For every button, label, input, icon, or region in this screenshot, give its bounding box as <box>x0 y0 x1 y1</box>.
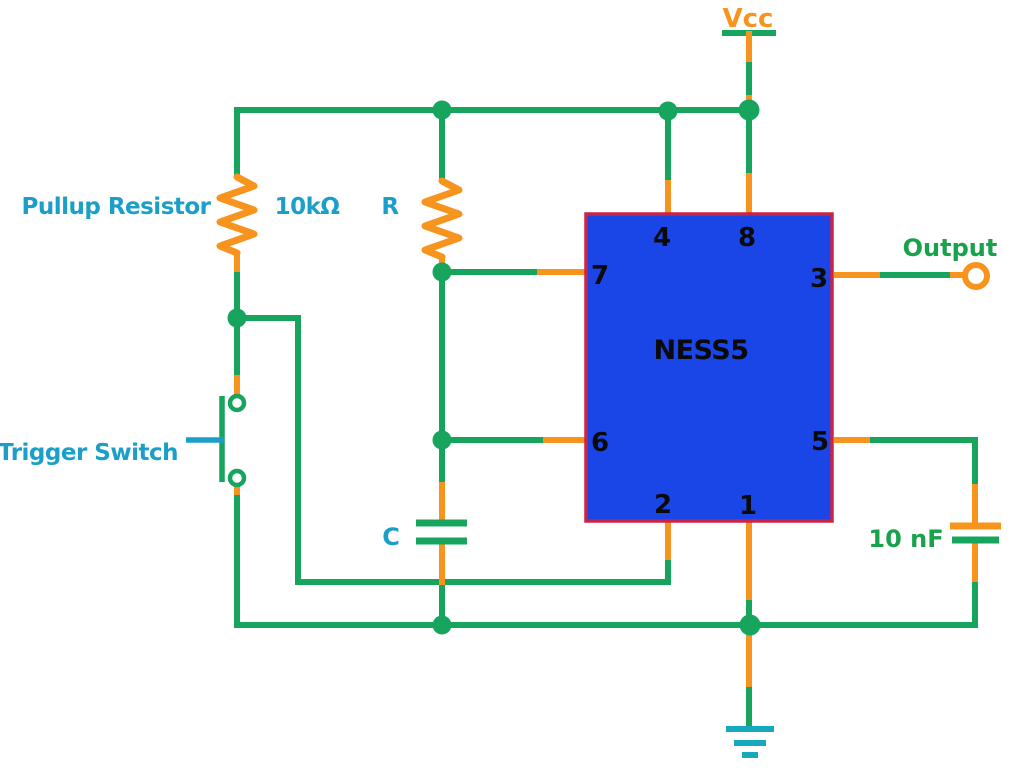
junction-dot-ground <box>739 614 761 636</box>
pin-label-4: 4 <box>653 223 671 253</box>
junction-dot-cap-ground <box>432 615 452 635</box>
junction-dot-rail-vcc <box>738 99 760 121</box>
output-label: Output <box>903 234 998 262</box>
junction-dot-trigger <box>227 308 247 328</box>
pullup-resistor-symbol <box>216 173 258 257</box>
vcc-label: Vcc <box>723 4 774 34</box>
pin-label-7: 7 <box>591 261 609 291</box>
switch-contact-bottom <box>227 468 247 488</box>
ic-part-number: NESS5 <box>653 335 748 366</box>
junction-dot-pin7 <box>432 262 452 282</box>
pin-label-2: 2 <box>654 490 672 520</box>
wire-pin5-green <box>868 437 978 486</box>
junction-dot-rail-pin4 <box>658 101 678 121</box>
junction-dot-rail-r <box>432 100 452 120</box>
ic-block <box>584 212 834 523</box>
timing-resistor-label: R <box>381 194 399 220</box>
pullup-value-label: 10kΩ <box>275 194 340 220</box>
wire-trigger-to-pin2 <box>237 315 671 585</box>
trigger-switch-label: Trigger Switch <box>0 440 178 466</box>
wire-bottom-ground-rail <box>234 492 975 628</box>
bypass-value-label: 10 nF <box>868 525 943 553</box>
switch-contact-top <box>227 393 247 413</box>
pin-label-5: 5 <box>811 427 829 457</box>
pin-label-1: 1 <box>739 491 757 521</box>
output-terminal-icon <box>962 262 990 290</box>
timing-capacitor-label: C <box>382 523 400 551</box>
pin-label-6: 6 <box>591 428 609 458</box>
pin-label-8: 8 <box>738 223 756 253</box>
junction-dot-pin6 <box>432 430 452 450</box>
pullup-resistor-label: Pullup Resistor <box>21 194 211 220</box>
timing-resistor-symbol <box>421 177 463 261</box>
pin-label-3: 3 <box>810 264 828 294</box>
